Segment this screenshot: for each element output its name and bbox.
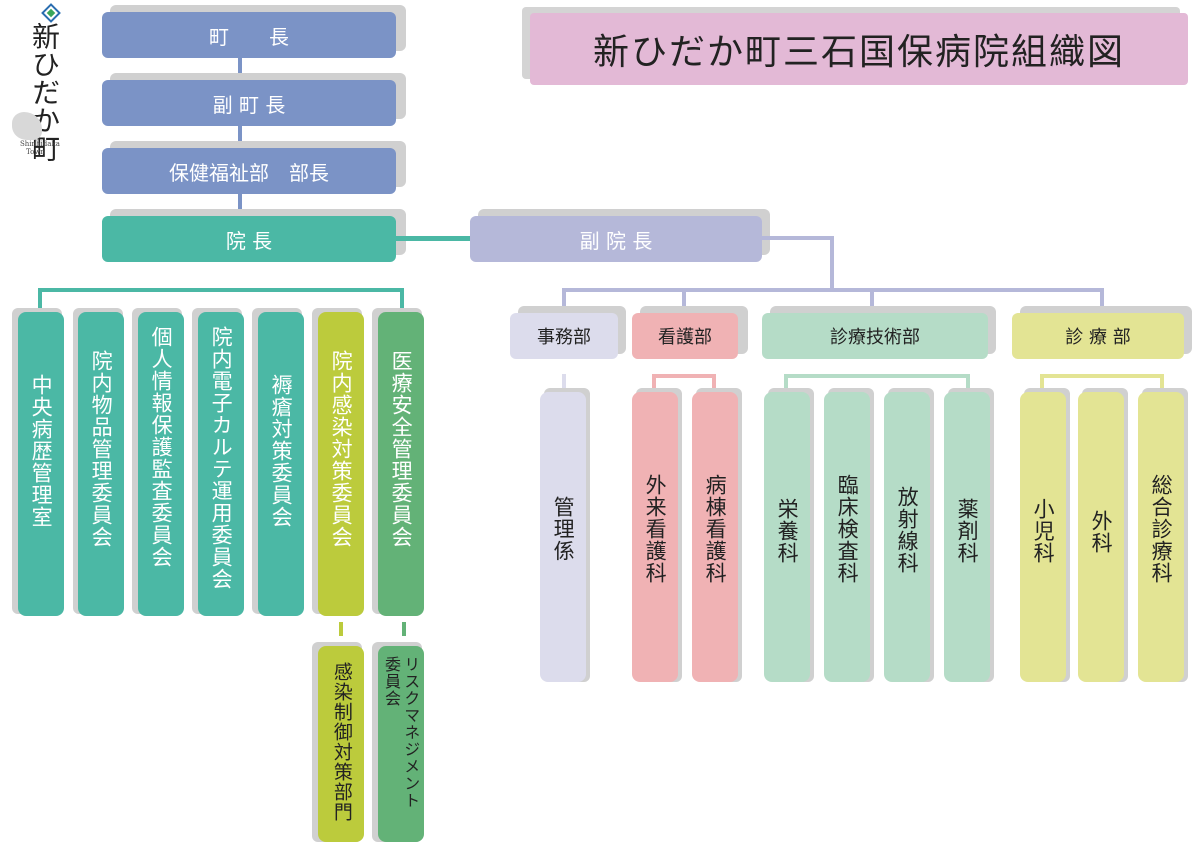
logo-romaji: Shinhidaka Town (20, 140, 60, 156)
medtech-unit-0-label: 栄養科 (775, 498, 800, 564)
mayor-box: 町 長 (102, 12, 396, 58)
connector-vice-right (762, 236, 834, 240)
connector-infection (339, 622, 343, 636)
hokkaido-map-icon (12, 112, 42, 140)
medtech-bracket-right (966, 374, 970, 392)
medical-bracket-right (1160, 374, 1164, 392)
admin-connector (562, 374, 566, 388)
infection-control-box: 感染制御対策部門 (318, 646, 364, 842)
medical-bracket-left (1040, 374, 1044, 392)
nursing-bracket-left (652, 374, 656, 392)
nursing-unit-1: 病棟看護科 (692, 392, 738, 682)
chart-title: 新ひだか町三石国保病院組織図 (530, 13, 1188, 85)
medical-unit-2: 総合診療科 (1138, 392, 1184, 682)
connector-vice-down (830, 236, 834, 290)
medtech-unit-2: 放射線科 (884, 392, 930, 682)
deputy-mayor-box: 副 町 長 (102, 80, 396, 126)
infection-control-label: 感染制御対策部門 (330, 662, 353, 822)
admin-unit-0: 管理係 (540, 392, 586, 682)
committee-2: 個人情報保護監査委員会 (138, 312, 184, 616)
committee-bracket-top (38, 288, 404, 292)
dept-drop-admin (562, 288, 566, 310)
medtech-unit-1-label: 臨床検査科 (835, 474, 860, 584)
committee-1: 院内物品管理委員会 (78, 312, 124, 616)
committee-3: 院内電子カルテ運用委員会 (198, 312, 244, 616)
medical-unit-1-label: 外科 (1089, 510, 1114, 554)
nursing-bracket-right (712, 374, 716, 392)
medical-unit-2-label: 総合診療科 (1149, 474, 1174, 584)
logo-romaji-line1: Shinhidaka (20, 140, 60, 148)
risk-management-label: リスクマネジメント 委員会 (382, 656, 421, 809)
logo-romaji-line2: Town (26, 147, 45, 156)
connector-top (238, 58, 242, 218)
risk-management-box: リスクマネジメント 委員会 (378, 646, 424, 842)
medtech-dept-box: 診療技術部 (762, 313, 988, 359)
medtech-unit-3-label: 薬剤科 (955, 498, 980, 564)
vice-director-box: 副 院 長 (470, 216, 762, 262)
committee-bracket-left (38, 288, 42, 312)
nursing-dept-box: 看護部 (632, 313, 738, 359)
medtech-unit-3: 薬剤科 (944, 392, 990, 682)
dept-bar (562, 288, 1104, 292)
dept-drop-medtech (870, 288, 874, 310)
committee-6: 医療安全管理委員会 (378, 312, 424, 616)
medical-unit-1: 外科 (1078, 392, 1124, 682)
committee-0-label: 中央病歴管理室 (29, 374, 54, 528)
medical-unit-0: 小児科 (1020, 392, 1066, 682)
medtech-unit-1: 臨床検査科 (824, 392, 870, 682)
committee-4-label: 褥瘡対策委員会 (269, 374, 294, 528)
dept-drop-nursing (682, 288, 686, 310)
committee-1-label: 院内物品管理委員会 (89, 350, 114, 548)
committee-4: 褥瘡対策委員会 (258, 312, 304, 616)
dept-drop-medical (1100, 288, 1104, 310)
medtech-bracket-top (784, 374, 970, 378)
welfare-head-box: 保健福祉部 部長 (102, 148, 396, 194)
connector-risk (402, 622, 406, 636)
committee-bracket-right (400, 288, 404, 312)
committee-5: 院内感染対策委員会 (318, 312, 364, 616)
nursing-unit-1-label: 病棟看護科 (703, 474, 728, 584)
nursing-unit-0-label: 外来看護科 (643, 474, 668, 584)
nursing-bracket-top (652, 374, 716, 378)
connector-director-vice (396, 236, 470, 241)
director-box: 院 長 (102, 216, 396, 262)
committee-2-label: 個人情報保護監査委員会 (149, 326, 174, 568)
committee-6-label: 医療安全管理委員会 (389, 350, 414, 548)
admin-dept-box: 事務部 (510, 313, 618, 359)
medtech-unit-2-label: 放射線科 (895, 486, 920, 574)
committee-5-label: 院内感染対策委員会 (329, 350, 354, 548)
admin-unit-0-label: 管理係 (551, 496, 576, 562)
medical-bracket-top (1040, 374, 1164, 378)
committee-0: 中央病歴管理室 (18, 312, 64, 616)
medtech-bracket-left (784, 374, 788, 392)
committee-3-label: 院内電子カルテ運用委員会 (209, 326, 234, 590)
nursing-unit-0: 外来看護科 (632, 392, 678, 682)
medical-unit-0-label: 小児科 (1031, 498, 1056, 564)
medical-dept-box: 診 療 部 (1012, 313, 1184, 359)
medtech-unit-0: 栄養科 (764, 392, 810, 682)
